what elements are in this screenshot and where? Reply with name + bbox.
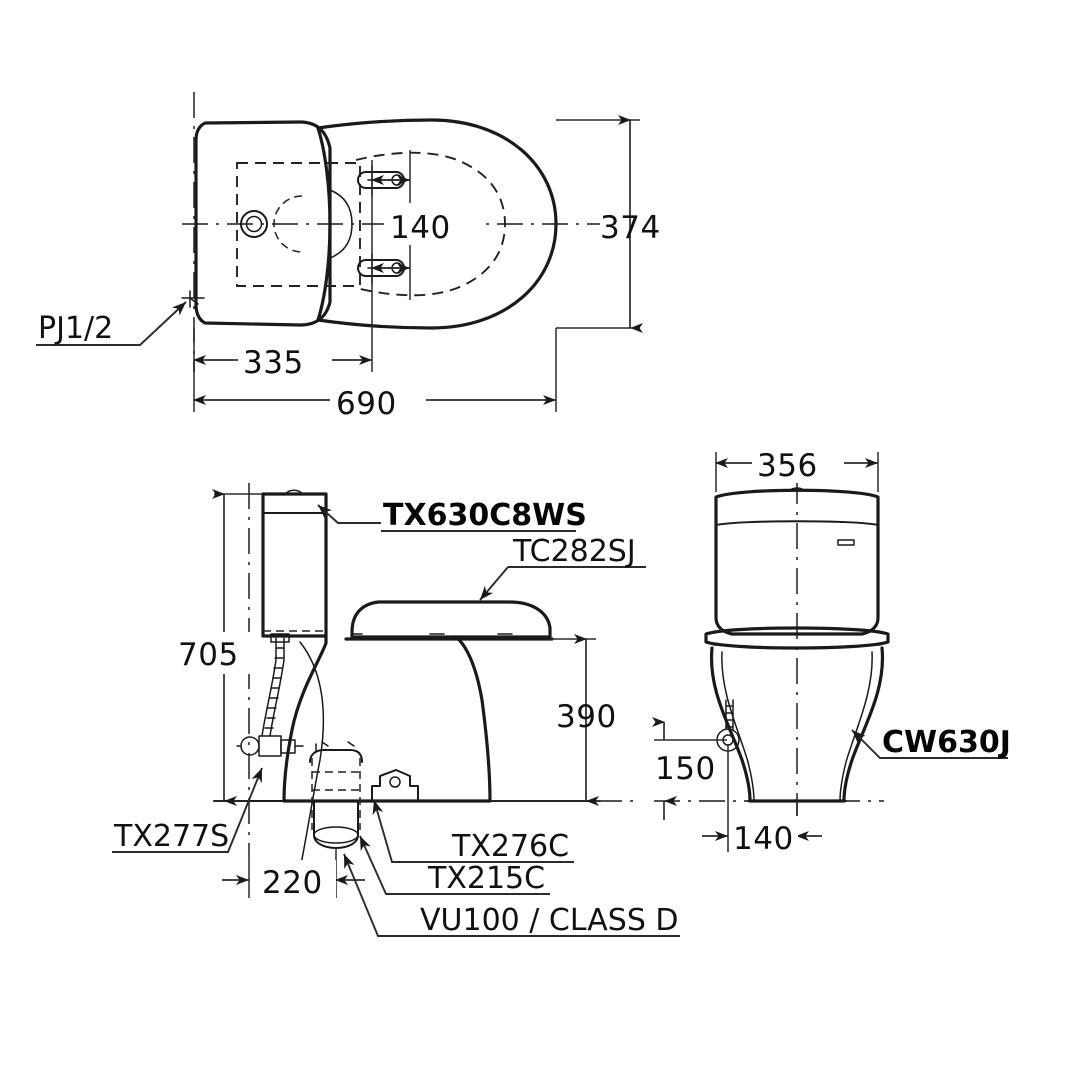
callout-drain-pipe: VU100 / CLASS D <box>343 853 680 938</box>
tank-marking-front <box>837 539 855 546</box>
callout-flange-bracket: TX276C <box>372 799 574 864</box>
dimension-value-220: 220 <box>262 865 323 901</box>
label-tx630c8ws: TX630C8WS <box>383 498 587 533</box>
bowl-neck-arc-top <box>329 189 353 259</box>
tank-lid-knob-side <box>285 489 303 495</box>
tank-outline-front <box>714 488 880 636</box>
callout-supply-hose: TX277S <box>112 767 263 854</box>
dimension-value-356: 356 <box>757 448 818 484</box>
tank-lid-band-front <box>715 520 879 526</box>
dimension-value-140-front: 140 <box>733 821 794 857</box>
dimension-supply-height-150: 150 <box>652 717 727 820</box>
bowl-inner-contour-left-front <box>721 651 755 802</box>
bowl-outline-side <box>282 634 492 803</box>
side-elevation-view: 705 390 220 TX630C8W <box>112 483 680 938</box>
front-elevation-view: 356 150 140 CW630J <box>652 443 1011 857</box>
callout-tank-model: TX630C8WS <box>317 498 587 533</box>
dimension-value-374: 374 <box>600 210 661 246</box>
seat-hinge-lower <box>357 253 405 285</box>
drain-pipe-side <box>309 741 363 849</box>
seat-outline-side <box>350 600 552 639</box>
dimension-value-335: 335 <box>243 345 304 381</box>
top-view: 140 374 335 <box>36 92 661 422</box>
tank-outline-top <box>194 120 332 327</box>
dimension-drain-offset-220: 220 <box>222 848 365 902</box>
bowl-inner-contour-right-front <box>839 651 873 802</box>
callout-closet-flange: TX215C <box>359 835 550 896</box>
dimension-overall-depth-374: 374 <box>556 115 661 333</box>
dimension-tank-width-356: 356 <box>715 443 879 492</box>
flange-bracket-side <box>371 769 419 802</box>
callout-seat-model: TC282SJ <box>479 534 646 601</box>
flush-valve-inner-top <box>245 215 263 233</box>
tank-outline-side <box>261 492 328 638</box>
seat-hinge-upper <box>357 165 405 197</box>
label-tx276c: TX276C <box>451 829 569 864</box>
dimension-hinge-spacing-140: 140 <box>371 150 480 300</box>
water-supply-fitting-top <box>181 290 205 308</box>
supply-hose-side <box>261 633 290 737</box>
dimension-seat-height-390: 390 <box>490 634 617 806</box>
bowl-rim-dashes-front <box>713 644 881 648</box>
dimension-overall-length-690: 690 <box>193 328 557 422</box>
bowl-shoulder-top <box>316 126 332 322</box>
dimension-value-140-top: 140 <box>390 210 451 246</box>
dimension-335: 335 <box>193 300 373 381</box>
label-cw630j: CW630J <box>882 725 1011 760</box>
dimension-value-705: 705 <box>178 637 239 673</box>
label-tx215c: TX215C <box>427 861 545 896</box>
flush-valve-outer-top <box>240 210 268 238</box>
label-tc282sj: TC282SJ <box>512 534 636 569</box>
dimension-supply-offset-140: 140 <box>702 745 822 857</box>
bowl-neck-dashed-top <box>273 195 303 253</box>
label-tx277s: TX277S <box>113 819 229 854</box>
dimension-value-690: 690 <box>336 386 397 422</box>
tank-lid-knob-front <box>789 487 805 492</box>
callout-pj12: PJ1/2 <box>36 301 187 346</box>
label-vu100: VU100 / CLASS D <box>420 903 679 938</box>
callout-bowl-model: CW630J <box>851 725 1011 760</box>
trapway-curve-side <box>297 641 325 881</box>
angle-stop-valve-side <box>236 735 304 757</box>
tank-inner-dashed-top <box>236 162 361 287</box>
label-pj12: PJ1/2 <box>38 311 113 346</box>
dimension-overall-height-705: 705 <box>174 489 262 806</box>
dimension-value-150: 150 <box>655 751 716 787</box>
bowl-seat-outline-top <box>316 118 558 330</box>
dimension-value-390: 390 <box>556 699 617 735</box>
seat-ring-inner-top <box>355 151 506 297</box>
